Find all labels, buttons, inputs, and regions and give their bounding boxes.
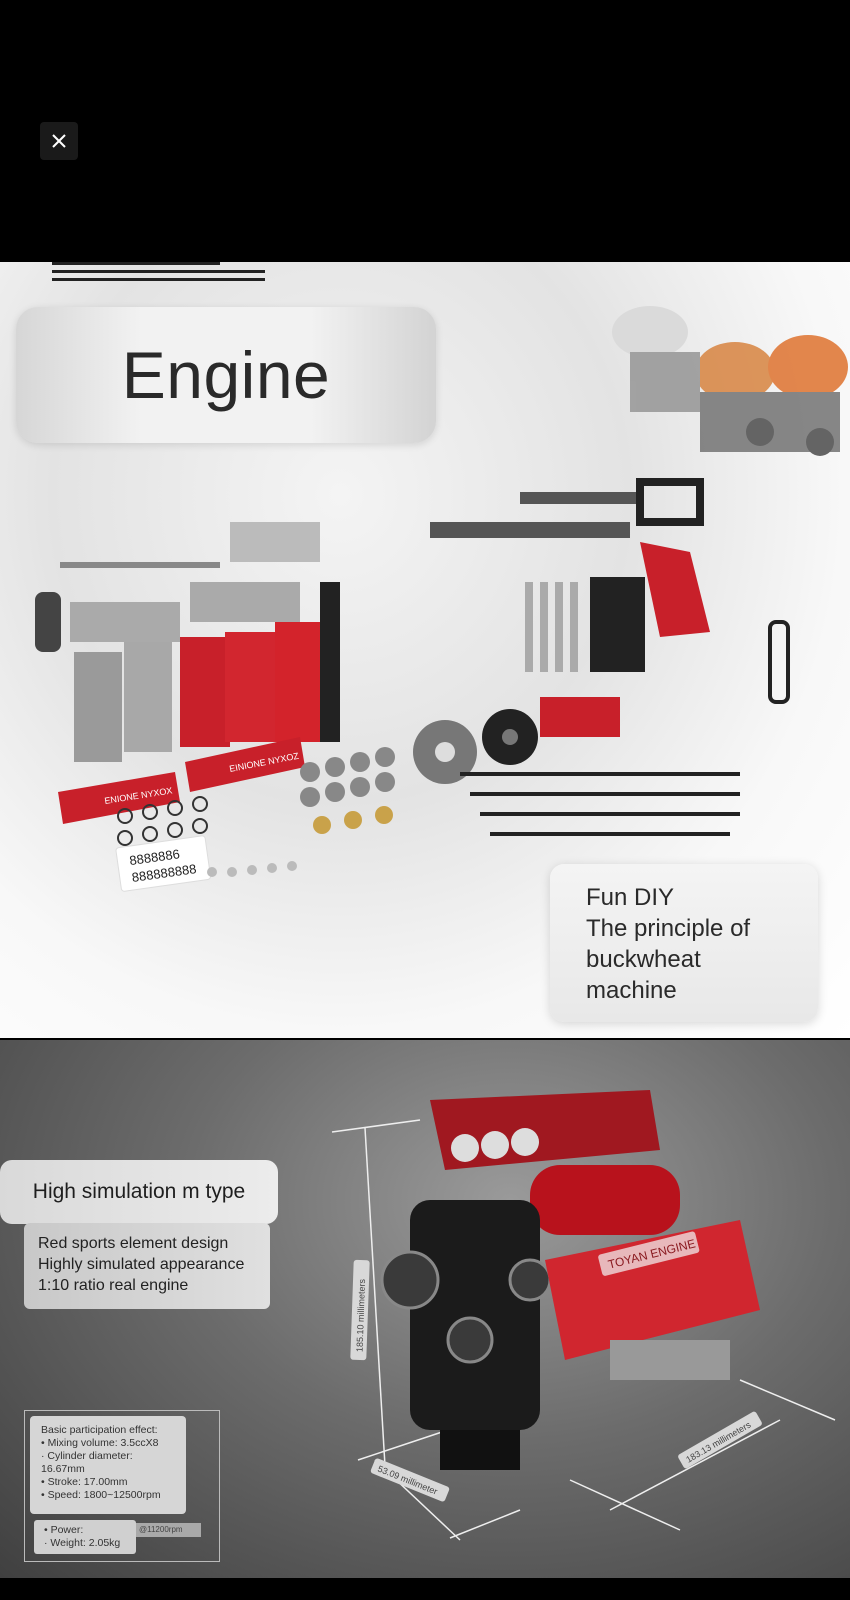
card-line-1: 8888886: [128, 846, 180, 868]
engine-title-box: Engine: [16, 307, 436, 443]
spec-line-2: • Mixing volume: 3.5ccX8: [41, 1437, 159, 1449]
spec-tag: @11200rpm: [135, 1523, 201, 1537]
fun-line-4: machine: [586, 977, 677, 1004]
page-title: Engine: [121, 338, 331, 412]
product-image-parts: Engine ENIONE NYXOX EINIONE NYXOZ: [0, 262, 850, 1038]
spec-line-4: 16.67mm: [41, 1463, 85, 1475]
feature-1: Red sports element design: [38, 1235, 229, 1252]
fun-line-3: buckwheat: [586, 946, 701, 973]
specs-box: Basic participation effect: • Mixing vol…: [30, 1416, 186, 1514]
feature-2: Highly simulated appearance: [38, 1256, 245, 1273]
spec-line-1: Basic participation effect:: [41, 1424, 158, 1436]
fun-line-2: The principle of: [586, 915, 751, 942]
close-button[interactable]: [40, 122, 78, 160]
features-box: Red sports element design Highly simulat…: [24, 1223, 270, 1309]
spec-frame: [24, 1410, 220, 1562]
close-icon: [52, 134, 66, 148]
spec2-line-2: · Weight: 2.05kg: [44, 1537, 121, 1549]
decorative-lines: [52, 262, 265, 286]
pistons-illustration: [612, 306, 848, 456]
spec-line-5: • Stroke: 17.00mm: [41, 1476, 128, 1488]
specs-box-2: • Power: · Weight: 2.05kg: [34, 1520, 136, 1554]
product-image-engine: TOYAN ENGINE 185.10 millimeters 53.09 mi…: [0, 1040, 850, 1578]
spec2-line-1: • Power:: [44, 1524, 84, 1536]
subtitle: High simulation m type: [32, 1180, 246, 1203]
subtitle-box: High simulation m type: [0, 1160, 278, 1224]
bottom-bar: [0, 1578, 850, 1600]
engine-illustration: TOYAN ENGINE 185.10 millimeters 53.09 mi…: [331, 1090, 836, 1541]
fun-diy-box: Fun DIY The principle of buckwheat machi…: [550, 864, 818, 1022]
dim-length: 183.13 millimeters: [684, 1419, 753, 1464]
spec-line-3: · Cylinder diameter:: [41, 1450, 133, 1462]
feature-3: 1:10 ratio real engine: [38, 1277, 189, 1294]
fun-line-1: Fun DIY: [586, 884, 675, 911]
dim-height: 185.10 millimeters: [355, 1278, 368, 1352]
parts-layout: ENIONE NYXOX EINIONE NYXOZ 8888886: [35, 478, 790, 892]
spec-line-6: • Speed: 1800~12500rpm: [41, 1489, 161, 1501]
